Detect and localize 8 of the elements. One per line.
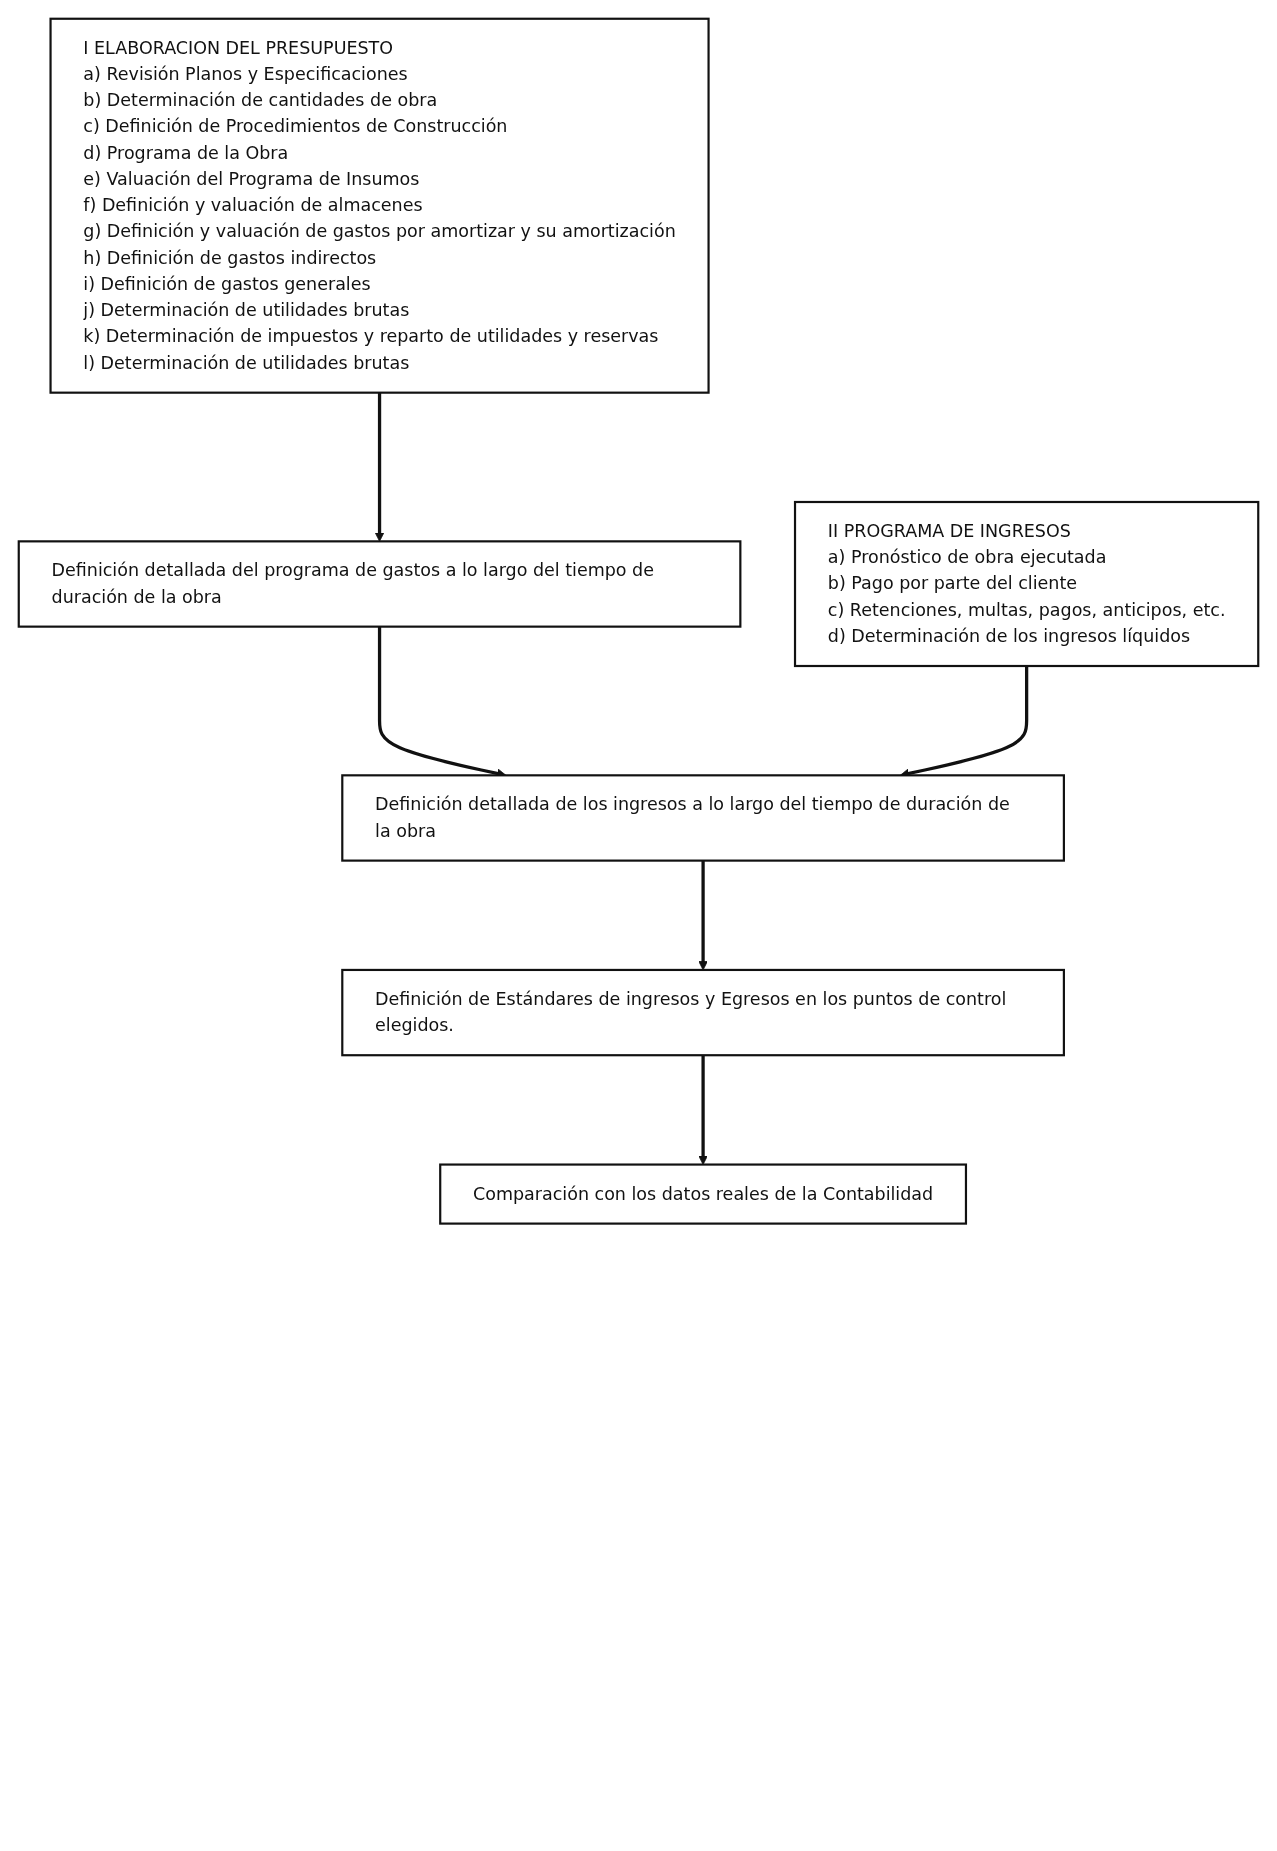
node-box: Definición de Estándares de ingresos y Egresos en los puntos de control elegidos. [341,968,1065,1057]
node-box: Comparación con los datos reales de la Contabilidad [439,1163,968,1225]
node-box: Definición detallada del programa de gastos a lo largo del tiempo de duración de la obra [17,540,742,628]
arrow [374,392,385,542]
node-box: Definición detallada de los ingresos a lo largo del tiempo de duración de la obra [341,774,1065,862]
node-box: II PROGRAMA DE INGRESOS a) Pronóstico de obra ejecutada b) Pago por parte del cliente c) Retenciones, multas, pagos, anticipos, etc. d) Determinación de los ingresos líquidos [793,500,1260,668]
node-box: I ELABORACION DEL PRESUPUESTO a) Revisión Planos y Especificaciones b) Determinación de cantidades de obra c) Definición de Procedimientos de Construcción d) Programa de la Obra e) Valuación del Programa de Insumos f) Definición y valuación de almacenes g) Definición y valuación de gastos por amortizar y su amortización h) Definición de gastos indirectos i) Definición de gastos generales j) Determinación de utilidades brutas k) Determinación de impuestos y reparto de utilidades y reservas l) Determinación de utilidades brutas [49,17,710,394]
arrow [698,1055,708,1165]
